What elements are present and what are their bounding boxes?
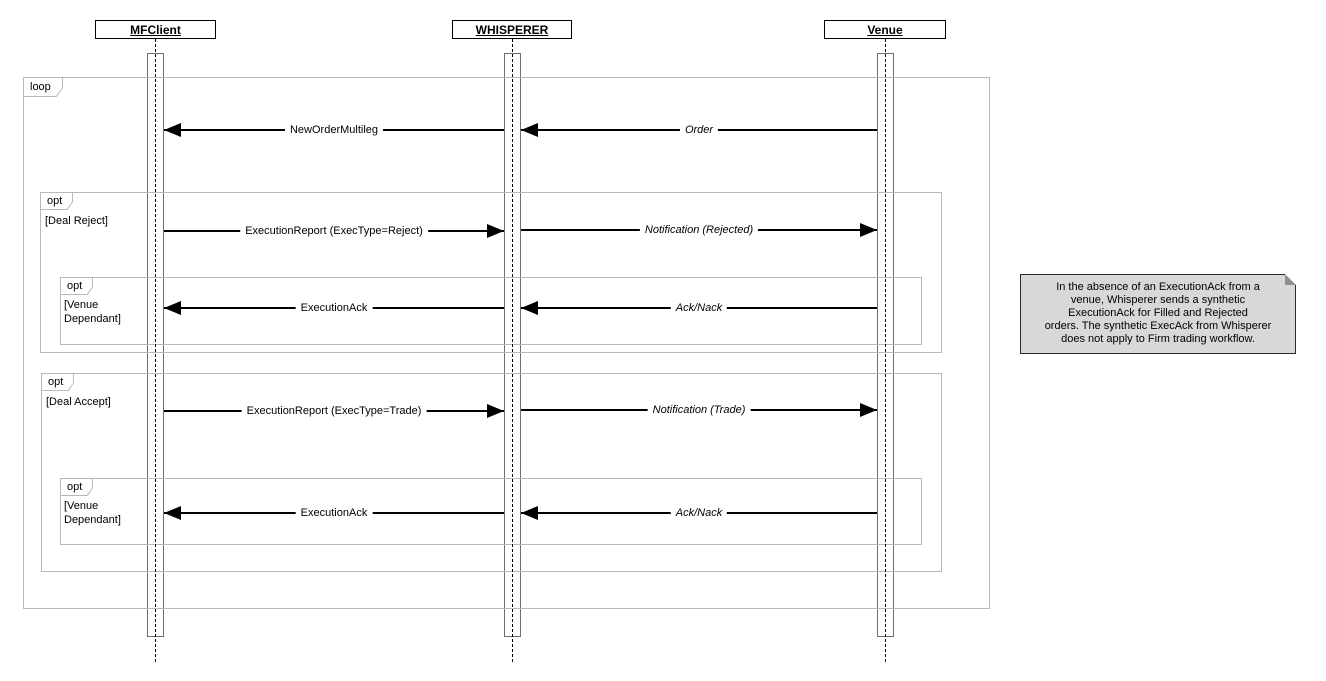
message-newordermultileg: NewOrderMultileg	[164, 120, 504, 140]
message-label: ExecutionReport (ExecType=Reject)	[240, 225, 428, 237]
fragment-guard: [Deal Accept]	[46, 396, 111, 408]
arrowhead-left-icon	[164, 123, 181, 137]
fragment-guard: [Deal Reject]	[45, 215, 108, 227]
message-executionack-1: ExecutionAck	[164, 298, 504, 318]
fragment-tab: loop	[23, 77, 63, 97]
actor-name: WHISPERER	[475, 22, 549, 37]
fragment-tab: opt	[41, 373, 74, 391]
actor-box-mfclient: MFClient	[95, 20, 216, 39]
arrowhead-right-icon	[487, 224, 504, 238]
message-label: ExecutionAck	[295, 302, 373, 314]
arrowhead-right-icon	[860, 403, 877, 417]
note-box: In the absence of an ExecutionAck from a…	[1020, 274, 1296, 354]
message-executionreport-trade: ExecutionReport (ExecType=Trade)	[164, 401, 504, 421]
message-label: ExecutionAck	[295, 507, 373, 519]
message-label: Notification (Rejected)	[639, 224, 759, 236]
message-notification-rejected: Notification (Rejected)	[521, 220, 877, 240]
fragment-tab: opt	[40, 192, 73, 210]
message-label: Ack/Nack	[670, 302, 728, 314]
fragment-opt-venue-dependant-1: opt [Venue Dependant]	[60, 277, 922, 345]
fragment-operator-label: loop	[24, 78, 62, 96]
fragment-operator-label: opt	[42, 374, 73, 390]
fragment-tab: opt	[60, 478, 93, 496]
fragment-opt-deal-reject: opt [Deal Reject]	[40, 192, 942, 353]
actor-box-whisperer: WHISPERER	[452, 20, 572, 39]
fragment-guard: [Venue Dependant]	[64, 500, 121, 526]
arrowhead-left-icon	[521, 301, 538, 315]
message-label: ExecutionReport (ExecType=Trade)	[241, 405, 427, 417]
arrowhead-right-icon	[487, 404, 504, 418]
message-executionreport-reject: ExecutionReport (ExecType=Reject)	[164, 221, 504, 241]
actor-box-venue: Venue	[824, 20, 946, 39]
arrowhead-left-icon	[164, 301, 181, 315]
arrowhead-left-icon	[521, 123, 538, 137]
fragment-opt-venue-dependant-2: opt [Venue Dependant]	[60, 478, 922, 545]
message-order: Order	[521, 120, 877, 140]
message-label: Notification (Trade)	[647, 404, 751, 416]
fragment-opt-deal-accept: opt [Deal Accept]	[41, 373, 942, 572]
arrowhead-left-icon	[164, 506, 181, 520]
message-label: Order	[679, 124, 719, 136]
fragment-operator-label: opt	[41, 193, 72, 209]
arrowhead-left-icon	[521, 506, 538, 520]
actor-name: Venue	[867, 22, 903, 37]
fragment-loop: loop	[23, 77, 990, 609]
message-executionack-2: ExecutionAck	[164, 503, 504, 523]
lifeline-venue	[885, 39, 886, 662]
fragment-tab: opt	[60, 277, 93, 295]
actor-name: MFClient	[130, 22, 181, 37]
fragment-operator-label: opt	[61, 479, 92, 495]
fragment-operator-label: opt	[61, 278, 92, 294]
message-label: Ack/Nack	[670, 507, 728, 519]
lifeline-mfclient	[155, 39, 156, 662]
message-acknack-1: Ack/Nack	[521, 298, 877, 318]
arrowhead-right-icon	[860, 223, 877, 237]
message-label: NewOrderMultileg	[284, 124, 384, 136]
lifeline-whisperer	[512, 39, 513, 662]
fragment-guard: [Venue Dependant]	[64, 299, 121, 325]
message-notification-trade: Notification (Trade)	[521, 400, 877, 420]
message-acknack-2: Ack/Nack	[521, 503, 877, 523]
